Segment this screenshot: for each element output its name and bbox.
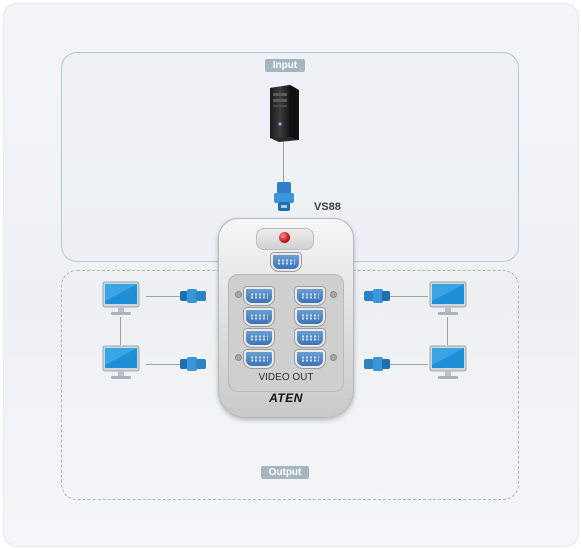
monitor-link-line [120,317,121,345]
output-cable [146,296,180,297]
model-label: VS88 [314,201,341,213]
output-cable [390,296,428,297]
switch-output-port [244,350,274,368]
vga-connector-icon [180,357,206,371]
input-zone-label: Input [265,59,305,72]
switch-output-port [244,287,274,305]
screw-icon [330,291,337,298]
output-cable [390,364,428,365]
output-zone-label: Output [261,466,309,479]
screw-icon [235,354,242,361]
computer-tower-icon [270,85,299,142]
monitor-icon [429,345,467,379]
output-cable [146,364,180,365]
monitor-icon [102,281,140,315]
switch-output-port [295,329,325,347]
vga-connector-icon [180,289,206,303]
monitor-icon [102,345,140,379]
monitor-link-line [447,317,448,345]
switch-output-port [244,329,274,347]
vga-input-connector-icon [274,182,294,211]
switch-output-port [295,308,325,326]
switch-output-port [244,308,274,326]
input-cable [283,142,284,184]
power-led-icon [279,232,290,243]
switch-output-port [295,350,325,368]
brand-logo: ATEN [269,391,303,405]
switch-input-port [271,253,301,271]
monitor-icon [429,281,467,315]
vga-connector-icon [364,357,390,371]
screw-icon [330,354,337,361]
switch-output-port [295,287,325,305]
vga-connector-icon [364,289,390,303]
screw-icon [235,291,242,298]
video-out-label: VIDEO OUT [258,372,314,383]
